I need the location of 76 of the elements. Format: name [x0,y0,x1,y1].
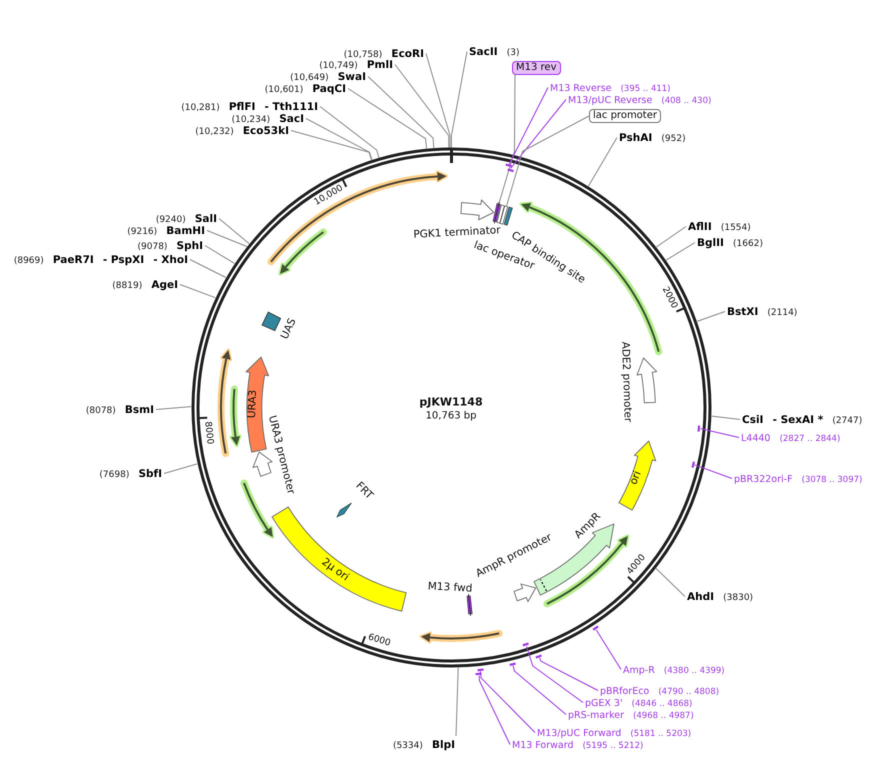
restriction-site-label: BstXI (2114) [725,303,800,320]
leader-line [696,311,726,322]
leader-line [368,76,434,149]
restriction-site-label: (8969) PaeR7I - PspXI - XhoI [12,251,190,268]
leader-line [306,118,372,160]
leader-line [394,64,450,148]
leader-line [588,137,618,188]
feature-bar [499,204,509,225]
scale-number: 6000 [366,631,392,650]
leader-line [655,226,686,248]
primer-label: Amp-R (4380 .. 4399) [621,661,727,678]
leader-line [450,51,468,148]
leader-line [655,567,686,597]
leader-line [508,87,548,164]
primer-label: pBR322ori-F (3078 .. 3097) [732,470,864,487]
plasmid-name: pJKW1148 [419,395,483,408]
feature-name: UAS [278,316,300,342]
leader-line [156,406,192,410]
restriction-site-label: AhdI (3830) [685,588,756,605]
leader-line [320,106,380,158]
leader-line [510,99,566,169]
leader-line [498,74,516,204]
leader-line [694,464,732,479]
leader-line [478,675,510,745]
leader-line [512,665,566,715]
leader-line [665,242,696,262]
primer-mark [506,168,514,172]
leader-line [180,284,216,298]
feature-label: lac promoter [589,109,661,123]
feature-name: URA3 [246,390,260,418]
leader-line [596,629,622,670]
restriction-site-label: SacII (3) [467,43,522,60]
primer-mark [592,625,599,632]
leader-line [348,88,428,150]
restriction-site-label: BglII (1662) [695,234,765,251]
restriction-site-label: (8819) AgeI [110,276,180,293]
plasmid-size: 10,763 bp [426,409,476,422]
leader-line [480,670,536,733]
feature-name: ADE2 promoter [618,341,634,423]
leader-line [164,463,198,474]
primer-mark [505,163,513,168]
primer-label: L4440 (2827 .. 2844) [739,429,842,446]
feature-name: PGK1 terminator [413,224,501,241]
feature-name: 2μ ori [318,556,352,584]
leader-line [456,666,459,736]
restriction-site-label: (9078) SphI [136,237,205,254]
feature-label: M13 rev [512,61,560,75]
scale-number: 8000 [202,420,216,446]
restriction-site-label: (7698) SbfI [97,465,164,482]
restriction-site-label: (8078) BsmI [84,401,156,418]
restriction-site-label: CsiI - SexAI * (2747) [740,411,864,428]
leader-line [426,53,451,148]
leader-line [526,646,584,703]
leader-line [539,657,598,691]
leader-line [710,416,740,420]
restriction-site-label: PshAI (952) [617,129,688,146]
restriction-site-label: AflII (1554) [686,218,753,235]
primer-mark [476,668,484,672]
primer-label: M13/pUC Forward (5181 .. 5203) [535,724,694,741]
leader-line [506,116,590,206]
leader-line [206,230,248,247]
feature-name: ori [627,469,645,487]
feature-name: M13 fwd [427,580,473,596]
primer-mark [697,424,701,432]
leader-line [700,428,740,438]
leader-line [218,218,250,244]
primer-mark [522,642,530,648]
feature-name: FRT [352,480,376,502]
primer-mark [535,654,543,659]
leader-line [190,259,226,278]
primer-mark [475,672,482,676]
leader-line [204,245,236,264]
primer-mark [691,460,696,468]
leader-line [290,130,372,160]
primer-mark [509,662,516,666]
restriction-site-label: (5334) BlpI [390,736,457,753]
